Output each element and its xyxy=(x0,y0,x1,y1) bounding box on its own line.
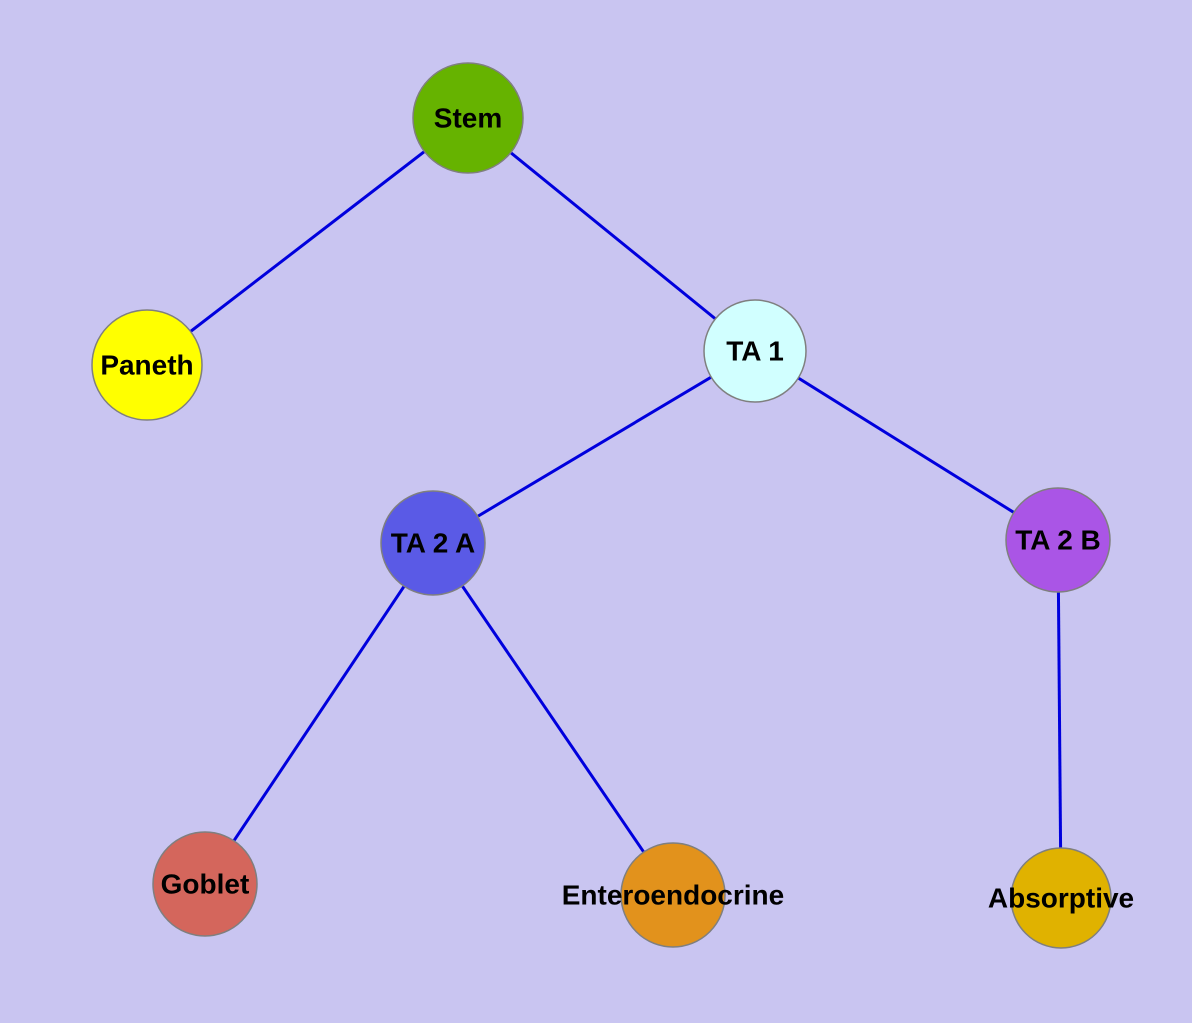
edge-stem-paneth[interactable] xyxy=(146,116,469,367)
edge-stem-ta1[interactable] xyxy=(467,116,756,353)
node-ta2b[interactable] xyxy=(1005,487,1111,593)
edge-ta1-ta2a[interactable] xyxy=(432,349,756,545)
edge-ta2a-enteroendocrine[interactable] xyxy=(431,542,675,896)
edge-ta2b-absorptive[interactable] xyxy=(1056,539,1063,899)
node-goblet[interactable] xyxy=(152,831,258,937)
edges-layer xyxy=(146,116,1063,899)
node-ta1[interactable] xyxy=(703,299,807,403)
node-ta2a[interactable] xyxy=(380,490,486,596)
node-paneth[interactable] xyxy=(91,309,203,421)
node-enteroendocrine[interactable] xyxy=(620,842,726,948)
node-stem[interactable] xyxy=(412,62,524,174)
edge-ta1-ta2b[interactable] xyxy=(754,349,1059,542)
edge-ta2a-goblet[interactable] xyxy=(203,542,435,885)
node-absorptive[interactable] xyxy=(1010,847,1112,949)
